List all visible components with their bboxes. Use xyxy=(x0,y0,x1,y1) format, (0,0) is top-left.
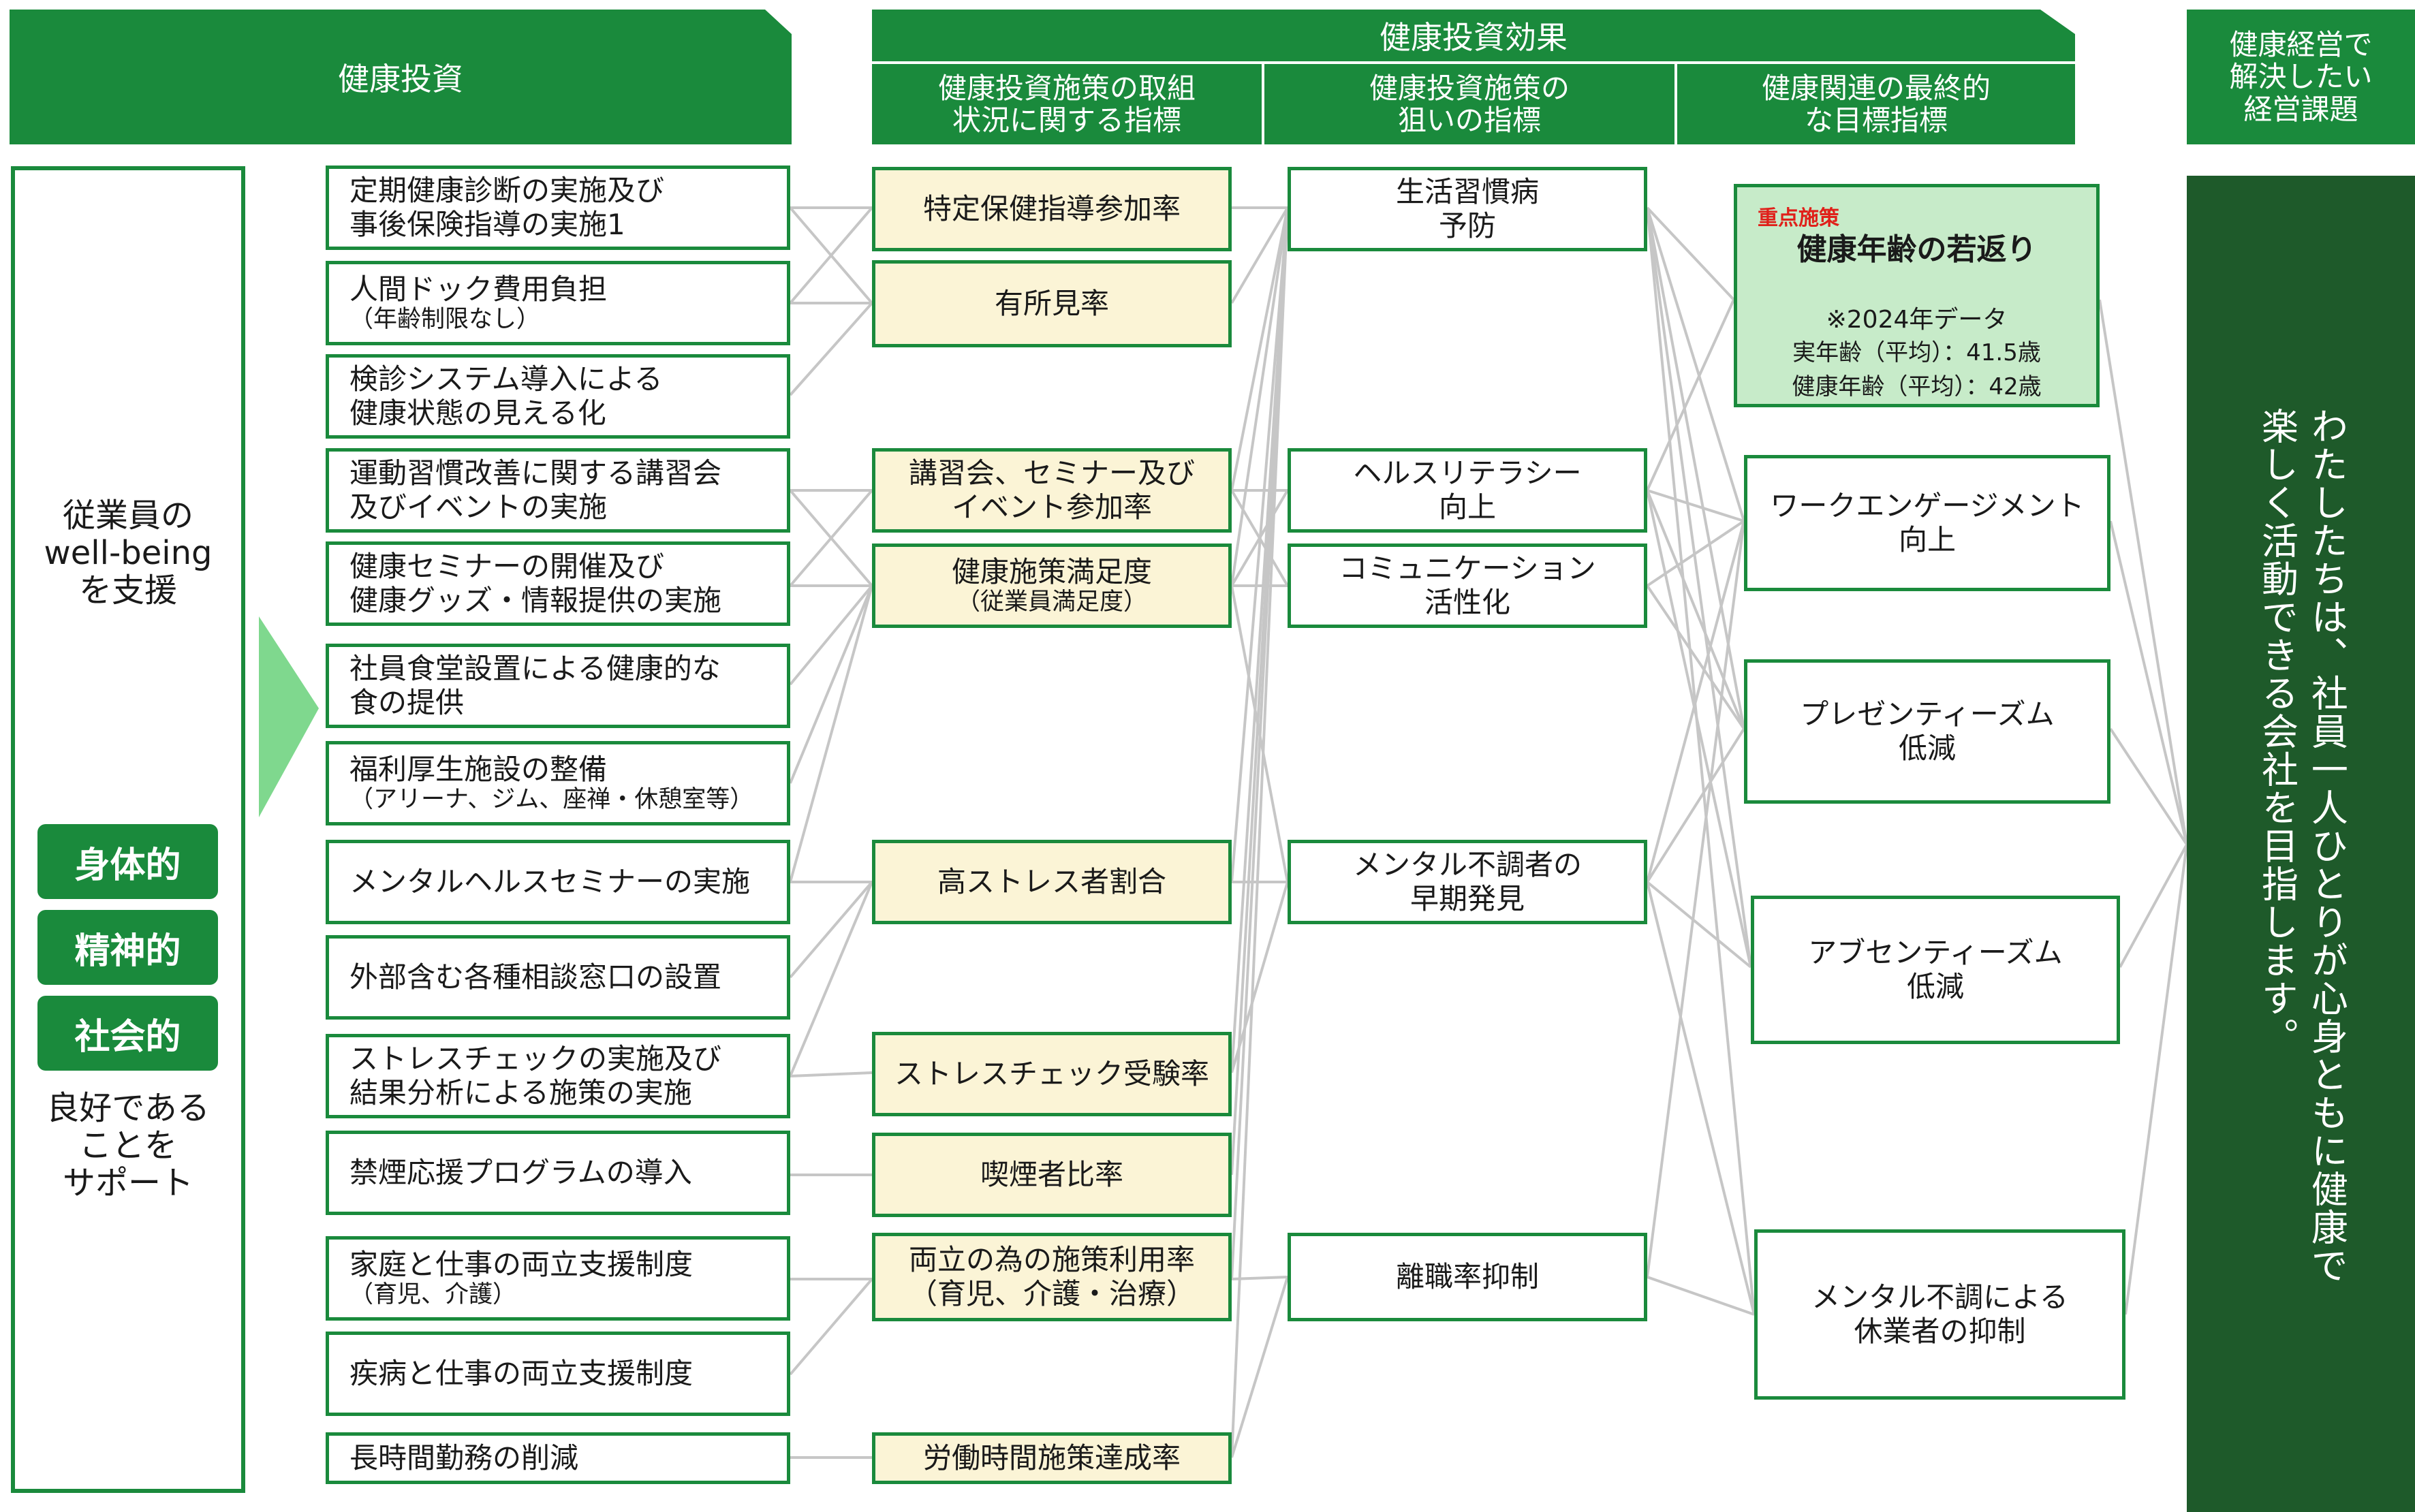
action-item: 疾病と仕事の両立支援制度 xyxy=(326,1332,790,1416)
action-item: 社員食堂設置による健康的な食の提供 xyxy=(326,644,790,728)
action-item: 禁煙応援プログラムの導入 xyxy=(326,1131,790,1215)
header-issue: 健康経営で解決したい経営課題 xyxy=(2187,10,2415,144)
header-effect: 健康投資効果 xyxy=(1380,19,1568,56)
goal-item: プレゼンティーズム低減 xyxy=(1744,659,2110,804)
action-item: 健康セミナーの開催及び健康グッズ・情報提供の実施 xyxy=(326,541,790,626)
focus-real-age: 実年齢（平均）：41.5歳 xyxy=(1792,339,2041,366)
wellbeing-text: 従業員の well-being を支援 xyxy=(44,497,213,610)
focus-health-age: 健康年齢（平均）：42歳 xyxy=(1792,373,2042,400)
header-effect-indicators: 健康投資施策の取組状況に関する指標 xyxy=(937,71,1196,137)
indicator-item: 高ストレス者割合 xyxy=(872,840,1232,924)
focus-title: 健康年齢の若返り xyxy=(1796,232,2037,267)
support-text: 良好である ことを サポート xyxy=(46,1089,210,1203)
badge-social: 社会的 xyxy=(37,996,218,1071)
action-item: 福利厚生施設の整備（アリーナ、ジム、座禅・休憩室等） xyxy=(326,741,790,825)
header-vdivider-2 xyxy=(1674,64,1677,144)
aim-item: 離職率抑制 xyxy=(1288,1233,1647,1321)
wellbeing-panel xyxy=(11,166,245,1493)
focus-tag: 重点施策 xyxy=(1758,206,1839,230)
header-shapes xyxy=(10,10,2075,144)
action-item: 外部含む各種相談窓口の設置 xyxy=(326,935,790,1020)
header-vdivider-1 xyxy=(1262,64,1264,144)
aim-item: コミュニケーション活性化 xyxy=(1288,544,1647,628)
indicator-item: 講習会、セミナー及びイベント参加率 xyxy=(872,448,1232,533)
indicator-item: 両立の為の施策利用率（育児、介護・治療） xyxy=(872,1233,1232,1321)
aim-item: 生活習慣病予防 xyxy=(1288,167,1647,251)
header-effect-aims: 健康投資施策の狙いの指標 xyxy=(1369,71,1570,137)
action-item: 家庭と仕事の両立支援制度（育児、介護） xyxy=(326,1236,790,1321)
aim-item: メンタル不調者の早期発見 xyxy=(1288,840,1647,924)
action-item: 長時間勤務の削減 xyxy=(326,1432,790,1484)
header-investment: 健康投資 xyxy=(338,61,463,97)
action-item: 人間ドック費用負担（年齢制限なし） xyxy=(326,261,790,345)
action-item: 運動習慣改善に関する講習会及びイベントの実施 xyxy=(326,448,790,533)
indicator-item: 労働時間施策達成率 xyxy=(872,1432,1232,1484)
vision-text: わたしたちは、社員一人ひとりが心身ともに健康で 楽しく活動できる会社を目指します… xyxy=(2255,407,2348,1285)
focus-note: ※2024年データ xyxy=(1826,306,2008,334)
indicator-item: 健康施策満足度（従業員満足度） xyxy=(872,544,1232,628)
action-item: メンタルヘルスセミナーの実施 xyxy=(326,840,790,924)
action-item: ストレスチェックの実施及び結果分析による施策の実施 xyxy=(326,1034,790,1118)
indicator-item: 喫煙者比率 xyxy=(872,1133,1232,1217)
goal-item: メンタル不調による休業者の抑制 xyxy=(1754,1229,2125,1400)
indicator-item: 有所見率 xyxy=(872,260,1232,347)
indicator-item: 特定保健指導参加率 xyxy=(872,167,1232,251)
goal-item: アブセンティーズム低減 xyxy=(1751,896,2120,1044)
header-divider xyxy=(872,61,2075,64)
action-item: 検診システム導入による健康状態の見える化 xyxy=(326,354,790,439)
aim-item: ヘルスリテラシー向上 xyxy=(1288,448,1647,533)
goal-item: ワークエンゲージメント向上 xyxy=(1744,455,2110,591)
vision-panel: わたしたちは、社員一人ひとりが心身ともに健康で 楽しく活動できる会社を目指します… xyxy=(2187,176,2415,1512)
goal-focus: 重点施策 健康年齢の若返り ※2024年データ 実年齢（平均）：41.5歳 健康… xyxy=(1734,184,2100,407)
header-effect-goals: 健康関連の最終的な目標指標 xyxy=(1761,71,1991,137)
action-item: 定期健康診断の実施及び事後保険指導の実施1 xyxy=(326,166,790,250)
badge-mental: 精神的 xyxy=(37,910,218,985)
indicator-item: ストレスチェック受験率 xyxy=(872,1032,1232,1116)
flow-arrow xyxy=(259,616,319,817)
badge-physical: 身体的 xyxy=(37,824,218,899)
